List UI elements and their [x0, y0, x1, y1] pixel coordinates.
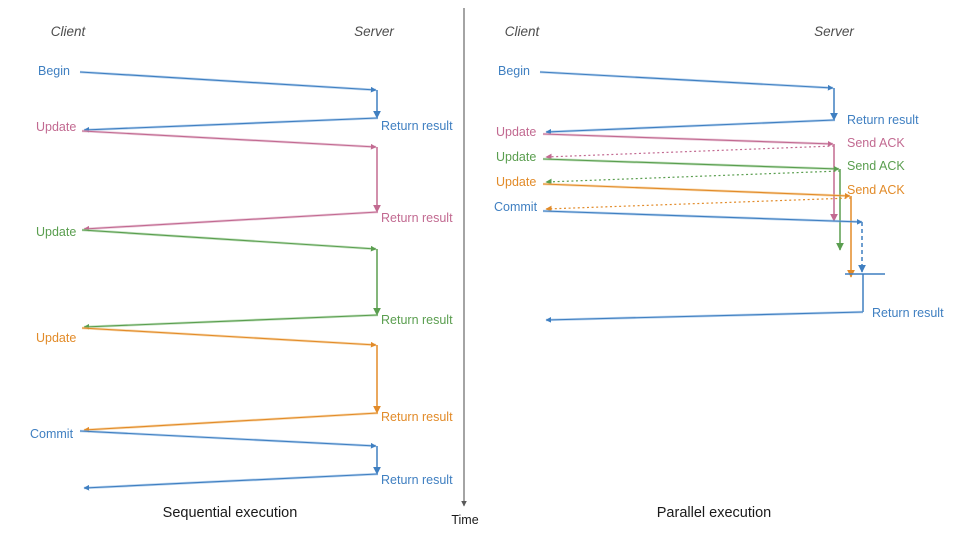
- message-update1-response: Return result: [83, 210, 453, 232]
- arrow-update2-request: [81, 229, 377, 252]
- arrow-update3-request: [542, 183, 851, 199]
- arrow-update2-response: [83, 314, 379, 330]
- label-begin-response: Return result: [381, 119, 453, 133]
- arrow-update3-request: [81, 327, 377, 348]
- message-commit-response: Return result: [545, 306, 944, 323]
- arrow-begin-response: [83, 117, 379, 133]
- message-commit-request: Commit: [30, 427, 377, 449]
- label-begin-request: Begin: [498, 64, 530, 78]
- message-update2-request: Update: [36, 225, 377, 252]
- arrow-commit-request: [542, 210, 863, 225]
- message-update3-request: Update: [496, 175, 851, 199]
- arrow-commit-response: [545, 311, 864, 323]
- label-begin-response: Return result: [847, 113, 919, 127]
- label-commit-request: Commit: [494, 200, 538, 214]
- message-update3-request: Update: [36, 326, 377, 348]
- message-begin-response: Return result: [83, 116, 453, 133]
- arrow-update1-request: [81, 130, 377, 150]
- label-commit-response: Return result: [872, 306, 944, 320]
- label-begin-request: Begin: [38, 64, 70, 78]
- message-update3-ack: Send ACK: [545, 183, 905, 212]
- time-axis: Time: [451, 8, 479, 527]
- label-update2-ack: Send ACK: [847, 159, 905, 173]
- label-commit-request: Commit: [30, 427, 74, 441]
- message-begin-response: Return result: [545, 113, 919, 135]
- arrow-update1-ack: [545, 145, 835, 160]
- arrow-update1-request: [542, 133, 834, 147]
- panel-caption-sequential: Sequential execution: [163, 505, 298, 521]
- lane-title-client: Client: [505, 24, 541, 39]
- label-update3-ack: Send ACK: [847, 183, 905, 197]
- message-update2-response: Return result: [83, 313, 453, 330]
- arrow-commit-request: [79, 430, 377, 449]
- arrow-update1-response: [83, 211, 379, 232]
- message-update1-request: Update: [36, 120, 377, 150]
- label-update2-request: Update: [36, 225, 76, 239]
- label-update3-request: Update: [36, 331, 76, 345]
- label-update2-request: Update: [496, 150, 536, 164]
- arrow-update2-request: [542, 158, 840, 172]
- arrow-update2-ack: [545, 170, 841, 185]
- label-update1-request: Update: [36, 120, 76, 134]
- commit-join-line: [845, 273, 885, 312]
- message-commit-response: Return result: [83, 472, 453, 491]
- message-begin-request: Begin: [38, 64, 377, 93]
- message-update2-ack: Send ACK: [545, 159, 905, 185]
- message-commit-request: Commit: [494, 200, 863, 225]
- lane-title-client: Client: [51, 24, 87, 39]
- message-update1-ack: Send ACK: [545, 136, 905, 160]
- label-update1-ack: Send ACK: [847, 136, 905, 150]
- arrow-begin-response: [545, 119, 836, 135]
- message-begin-request: Begin: [498, 64, 834, 91]
- label-update1-response: Return result: [381, 211, 453, 225]
- lane-title-server: Server: [814, 24, 854, 39]
- arrow-update3-response: [83, 412, 379, 433]
- arrow-begin-request: [79, 71, 377, 93]
- arrow-commit-response: [83, 473, 379, 491]
- label-commit-response: Return result: [381, 473, 453, 487]
- arrow-begin-request: [539, 71, 834, 91]
- panel-caption-parallel: Parallel execution: [657, 505, 771, 521]
- arrow-update3-ack: [545, 197, 852, 212]
- message-update1-request: Update: [496, 125, 834, 147]
- message-update2-request: Update: [496, 150, 840, 172]
- label-update2-response: Return result: [381, 313, 453, 327]
- label-update1-request: Update: [496, 125, 536, 139]
- lane-title-server: Server: [354, 24, 394, 39]
- label-update3-request: Update: [496, 175, 536, 189]
- label-update3-response: Return result: [381, 410, 453, 424]
- message-update3-response: Return result: [83, 410, 453, 433]
- time-axis-label: Time: [451, 513, 478, 527]
